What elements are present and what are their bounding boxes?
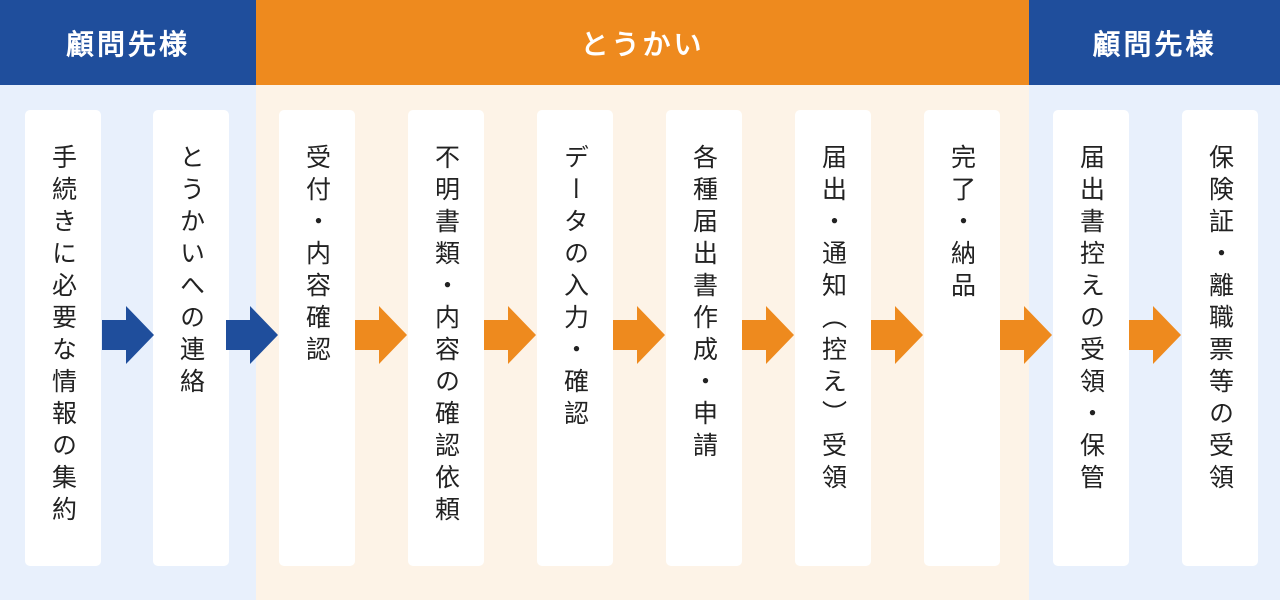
step-label: 各種届出書作成・申請 — [689, 144, 719, 464]
arrow-right-icon — [742, 306, 794, 364]
step-card: データの入力・確認 — [537, 110, 613, 566]
step-card: 受付・内容確認 — [279, 110, 355, 566]
arrow-right-icon — [355, 306, 407, 364]
step-card: 完了・納品 — [924, 110, 1000, 566]
step-label: 受付・内容確認 — [302, 144, 332, 368]
header-client-right: 顧問先様 — [1029, 0, 1280, 85]
arrow-right-icon — [102, 306, 154, 364]
step-card: 各種届出書作成・申請 — [666, 110, 742, 566]
arrow-right-icon — [871, 306, 923, 364]
step-label: データの入力・確認 — [560, 144, 590, 432]
step-card: 届出書控えの受領・保管 — [1053, 110, 1129, 566]
step-card: 手続きに必要な情報の集約 — [25, 110, 101, 566]
step-label: 保険証・離職票等の受領 — [1205, 144, 1235, 496]
step-card: とうかいへの連絡 — [153, 110, 229, 566]
step-label: 完了・納品 — [947, 144, 977, 304]
arrow-right-icon — [1000, 306, 1052, 364]
step-card: 保険証・離職票等の受領 — [1182, 110, 1258, 566]
step-label: 届出書控えの受領・保管 — [1076, 144, 1106, 496]
header-tokai: とうかい — [256, 0, 1029, 85]
step-label: 手続きに必要な情報の集約 — [48, 144, 78, 528]
step-label: 届出・通知（控え）受領 — [818, 144, 848, 496]
arrow-right-icon — [226, 306, 278, 364]
arrow-right-icon — [484, 306, 536, 364]
arrow-right-icon — [1129, 306, 1181, 364]
step-card: 届出・通知（控え）受領 — [795, 110, 871, 566]
step-label: とうかいへの連絡 — [176, 144, 206, 400]
arrow-right-icon — [613, 306, 665, 364]
step-label: 不明書類・内容の確認依頼 — [431, 144, 461, 528]
header-client-left: 顧問先様 — [0, 0, 256, 85]
step-card: 不明書類・内容の確認依頼 — [408, 110, 484, 566]
